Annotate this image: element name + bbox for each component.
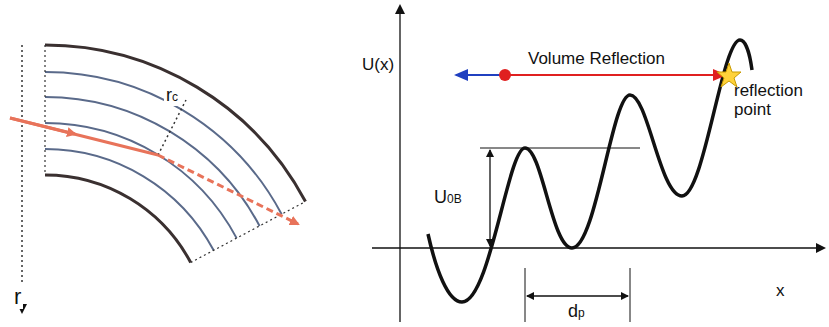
dimension-label: U0B: [432, 188, 464, 208]
x-axis: [372, 247, 824, 248]
crystal-plane: [45, 175, 191, 263]
plane-edge: [44, 45, 45, 175]
crystal-plane: [45, 97, 260, 226]
dimension-label: dp: [566, 302, 587, 322]
period-tick: [630, 268, 631, 322]
axis-label: r: [12, 285, 23, 309]
incoming-arrow: [10, 118, 75, 134]
axis-label: x: [776, 282, 785, 301]
y-axis: [399, 6, 400, 322]
radius-leader: [158, 100, 186, 155]
forward-arrow: [505, 74, 725, 76]
reflected-arrow: [456, 74, 505, 76]
radius-label: rc: [164, 86, 180, 106]
potential-curve: [428, 40, 752, 302]
process-label: Volume Reflection: [528, 50, 665, 69]
period-arrow: [527, 295, 628, 296]
incoming-particle: [10, 118, 158, 155]
crystal-planes: [45, 45, 305, 263]
period-tick: [525, 268, 526, 322]
barrier-height-arrow: [489, 150, 490, 246]
crystal-plane: [45, 45, 305, 202]
particle-dot: [499, 69, 511, 81]
radius-axis: [21, 45, 23, 312]
axis-label: U(x): [360, 56, 396, 75]
crystal-plane: [45, 72, 282, 214]
outgoing-particle: [158, 155, 298, 224]
plane-edge: [191, 202, 306, 263]
barrier-level: [480, 148, 640, 149]
point-label: reflection point: [734, 82, 824, 119]
